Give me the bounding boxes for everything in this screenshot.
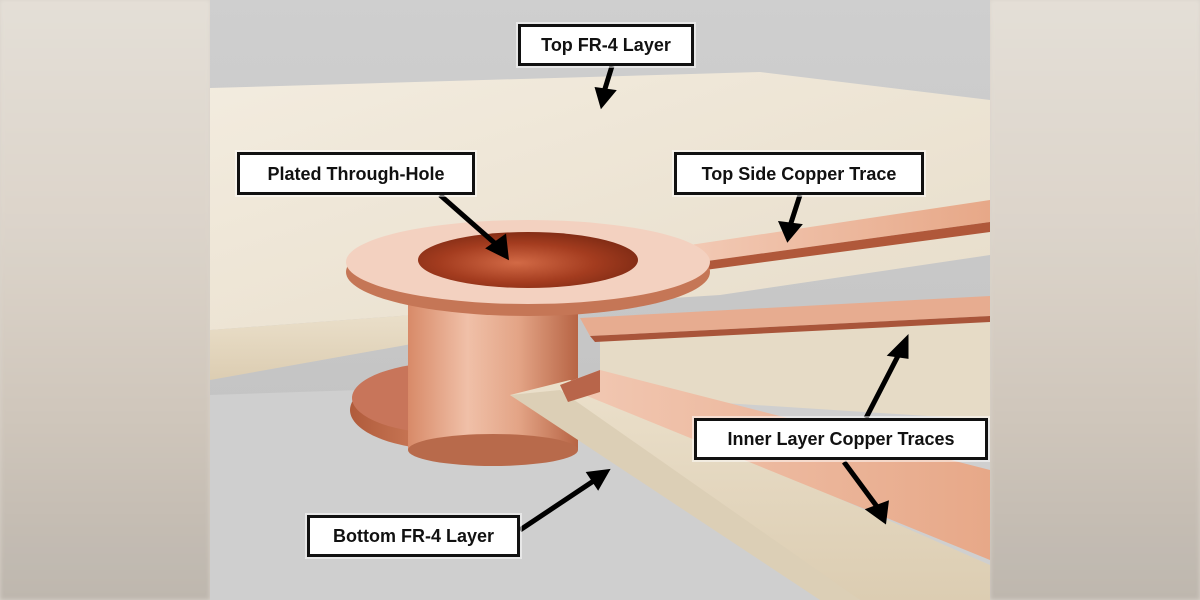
label-plated-through-hole: Plated Through-Hole [237, 152, 475, 195]
bottom-fr4-layer [510, 380, 990, 600]
inner-copper-trace-upper [580, 296, 990, 336]
arrow-bottom-fr4 [518, 475, 600, 533]
callout-arrows [438, 65, 909, 533]
label-top-side-copper-trace: Top Side Copper Trace [674, 152, 924, 195]
inner-copper-trace-lower-edge [560, 370, 600, 402]
right-blurred-margin [990, 0, 1200, 600]
bottom-fr4-front [510, 390, 860, 600]
arrow-top-trace [787, 194, 803, 227]
arrow-bottom-fr4-head [585, 468, 611, 491]
top-copper-trace-edge [700, 222, 990, 270]
top-copper-trace [690, 200, 990, 262]
arrow-inner-lower-head [864, 500, 889, 525]
left-blurred-margin [0, 0, 210, 600]
via-barrel-bottom [408, 434, 578, 466]
arrow-inner-upper-head [886, 333, 909, 359]
arrow-plated-hole [438, 193, 500, 248]
arrow-top-fr4-head [594, 86, 617, 110]
arrow-inner-upper [863, 350, 903, 420]
arrow-plated-hole-head [485, 233, 509, 261]
arrow-inner-lower [841, 460, 881, 510]
label-bottom-fr4-layer: Bottom FR-4 Layer [307, 515, 520, 557]
inner-copper-trace-upper-edge [590, 316, 990, 342]
arrow-top-fr4 [601, 65, 615, 93]
plated-through-hole [418, 232, 638, 288]
arrow-top-trace-head [777, 220, 803, 243]
label-top-fr4-layer: Top FR-4 Layer [518, 24, 694, 66]
via-barrel [408, 290, 578, 450]
label-inner-layer-copper-traces: Inner Layer Copper Traces [694, 418, 988, 460]
